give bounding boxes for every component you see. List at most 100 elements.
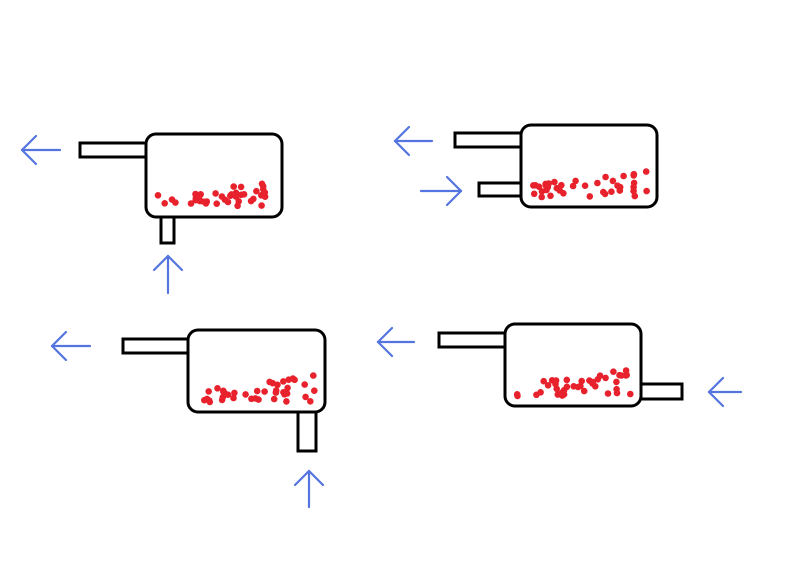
inlet-pipe (639, 382, 684, 401)
particle (544, 382, 552, 389)
particle (266, 378, 273, 386)
inlet-pipe (477, 181, 523, 198)
particle (221, 196, 229, 203)
particle (237, 183, 245, 191)
particle (610, 368, 617, 376)
arrow-head (445, 189, 463, 207)
particle (301, 381, 309, 388)
inlet-arrow-left-icon (707, 376, 743, 408)
inlet-arrow-right-icon (419, 175, 463, 207)
particle (513, 391, 521, 398)
arrow-head (445, 175, 463, 193)
particle (563, 383, 571, 391)
particle (258, 202, 265, 209)
particle (258, 180, 266, 188)
particle (205, 388, 212, 395)
particle (613, 378, 620, 386)
particle (547, 192, 554, 200)
arrow-head (293, 469, 311, 487)
particle (602, 173, 609, 181)
particle (197, 191, 204, 198)
particle (592, 383, 599, 390)
arrow-head (20, 148, 38, 166)
outlet-pipe (437, 331, 507, 349)
arrow-head (393, 125, 411, 143)
particle (604, 390, 612, 397)
particle (563, 376, 571, 384)
particle (642, 168, 650, 175)
unit-top-right (393, 123, 659, 209)
particle (253, 187, 260, 195)
particle (616, 183, 624, 191)
particle (161, 200, 168, 207)
particle (616, 371, 623, 379)
particle (558, 181, 565, 189)
arrow-head (166, 254, 184, 272)
arrow-head (152, 254, 170, 272)
inlet-arrow-up-icon (152, 254, 184, 295)
particle (270, 395, 278, 403)
particle (540, 377, 547, 385)
particle (192, 196, 199, 204)
outlet-arrow-left-icon (50, 330, 92, 362)
inlet-arrow-up-icon (293, 469, 325, 509)
particle (608, 188, 615, 195)
particle (580, 387, 588, 395)
particle (261, 193, 269, 200)
particle (530, 190, 538, 198)
arrow-head (376, 340, 394, 358)
particle (572, 177, 579, 185)
arrow-head (50, 330, 68, 348)
particle (284, 384, 291, 392)
particle (230, 183, 237, 190)
particle (214, 385, 221, 392)
particle (600, 188, 607, 196)
particle (631, 192, 639, 200)
outlet-arrow-left-icon (393, 125, 434, 157)
particle (212, 190, 219, 197)
particle (172, 199, 179, 206)
particle (218, 396, 226, 404)
arrow-head (307, 469, 325, 487)
particle (242, 391, 249, 398)
particle (283, 390, 291, 397)
unit-top-left (20, 132, 284, 295)
outlet-pipe (78, 141, 148, 159)
particle (643, 187, 650, 195)
particle (535, 183, 543, 190)
particle (220, 389, 228, 396)
particle (283, 398, 290, 405)
particle (311, 387, 318, 395)
particle (231, 389, 238, 397)
unit-bottom-left (50, 328, 327, 509)
particle (235, 198, 242, 205)
particle (586, 193, 594, 200)
particle (574, 383, 582, 391)
particle (569, 182, 577, 190)
outlet-arrow-left-icon (376, 326, 416, 358)
particle (538, 193, 545, 201)
particle (559, 392, 566, 399)
particle (289, 375, 297, 382)
particle (630, 179, 638, 187)
inlet-pipe (296, 410, 318, 453)
outlet-pipe (453, 131, 523, 149)
arrow-head (376, 326, 394, 344)
particle (594, 376, 602, 383)
particle (627, 390, 634, 398)
arrow-head (707, 376, 725, 394)
particle (213, 200, 220, 207)
particle (581, 182, 589, 189)
unit-bottom-right (376, 322, 743, 408)
particle (248, 395, 255, 403)
particle (307, 398, 314, 405)
particle (630, 172, 637, 179)
particle (253, 387, 261, 395)
outlet-arrow-left-icon (20, 134, 62, 166)
particle (274, 381, 281, 389)
particle (544, 183, 552, 191)
particle (594, 179, 601, 187)
outlet-pipe (121, 337, 190, 355)
particle (310, 372, 317, 379)
